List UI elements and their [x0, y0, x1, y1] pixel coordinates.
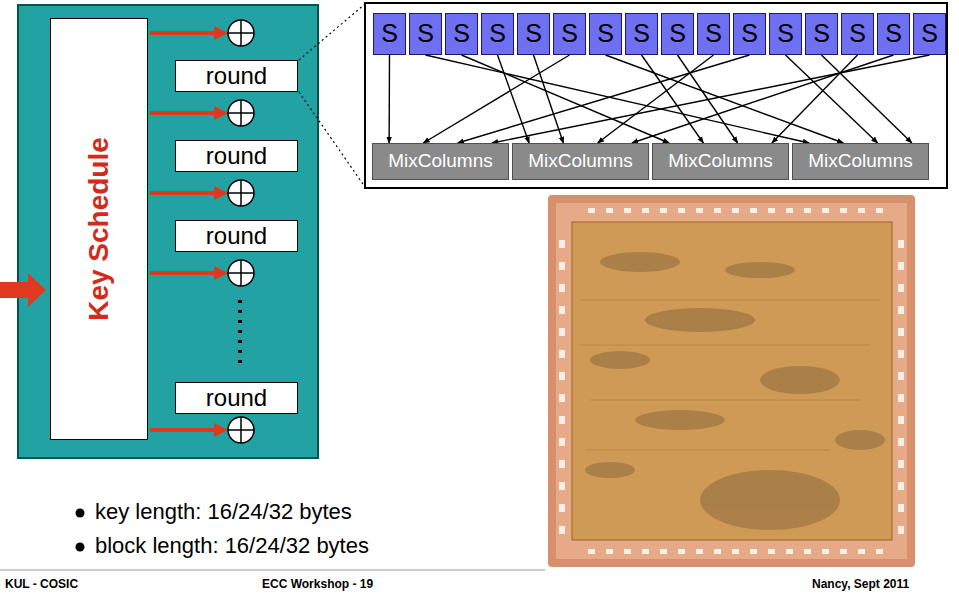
node-text: S — [561, 20, 578, 48]
sbox: S — [697, 13, 730, 55]
node-text: S — [669, 20, 686, 48]
node-text: round — [206, 223, 267, 249]
mixcolumns-box: MixColumns — [652, 143, 789, 180]
node-text: MixColumns — [388, 151, 493, 172]
sbox: S — [733, 13, 766, 55]
sbox: S — [517, 13, 550, 55]
node-text: S — [381, 20, 398, 48]
shift-rows-arrow — [423, 55, 569, 143]
node-text: MixColumns — [668, 151, 773, 172]
sbox: S — [445, 13, 478, 55]
node-text: MixColumns — [808, 151, 913, 172]
continuation-dots — [238, 300, 242, 365]
node-text: S — [633, 20, 650, 48]
round-box: round — [175, 382, 298, 414]
node-text: S — [813, 20, 830, 48]
bullet — [76, 543, 85, 552]
shift-rows-arrow — [772, 55, 858, 143]
sbox: S — [841, 13, 874, 55]
node-text: round — [206, 143, 267, 169]
node-text: S — [777, 20, 794, 48]
footer-text: KUL - COSIC — [5, 577, 78, 591]
round-box: round — [175, 140, 298, 172]
zoom-lines — [299, 4, 365, 187]
key-schedule-box: Key Schedule — [50, 18, 148, 440]
round-box: round — [175, 60, 298, 92]
sbox: S — [481, 13, 514, 55]
node-text: round — [206, 385, 267, 411]
zoom-frame — [365, 3, 947, 188]
sbox: S — [877, 13, 910, 55]
shift-rows-arrow — [426, 55, 810, 143]
node-text: S — [885, 20, 902, 48]
node-text: S — [921, 20, 938, 48]
chip-photo — [548, 195, 915, 567]
shift-rows-arrow — [462, 55, 670, 143]
shift-rows-arrow — [492, 55, 930, 143]
node-text: S — [525, 20, 542, 48]
node-text: S — [849, 20, 866, 48]
bullet-text: key length: 16/24/32 bytes — [95, 499, 352, 525]
shift-rows-arrow — [388, 55, 390, 143]
footer-text: Nancy, Sept 2011 — [812, 577, 909, 591]
mixcolumns-box: MixColumns — [792, 143, 929, 180]
node-text: round — [206, 63, 267, 89]
node-text: S — [417, 20, 434, 48]
round-box: round — [175, 220, 298, 252]
shift-rows-arrow — [458, 55, 750, 143]
node-text: S — [741, 20, 758, 48]
bullet-text: block length: 16/24/32 bytes — [95, 533, 369, 559]
footer-text: ECC Workshop - 19 — [262, 577, 373, 591]
teal-panel — [18, 5, 318, 458]
mixcolumns-box: MixColumns — [372, 143, 509, 180]
sbox: S — [553, 13, 586, 55]
sbox: S — [661, 13, 694, 55]
sbox: S — [409, 13, 442, 55]
shift-rows-arrow — [632, 55, 894, 143]
sbox: S — [769, 13, 802, 55]
bullet — [76, 509, 85, 518]
node-text: MixColumns — [528, 151, 633, 172]
sbox: S — [589, 13, 622, 55]
node-text: S — [705, 20, 722, 48]
node-text: S — [453, 20, 470, 48]
sbox: S — [913, 13, 946, 55]
input-arrow — [0, 273, 46, 307]
sbox: S — [625, 13, 658, 55]
node-text: S — [489, 20, 506, 48]
node-text: Key Schedule — [84, 137, 115, 321]
shift-rows-arrow — [598, 55, 714, 143]
mixcolumns-box: MixColumns — [512, 143, 649, 180]
footer-rule — [0, 570, 545, 571]
shift-rows-arrow — [606, 55, 844, 143]
sbox: S — [373, 13, 406, 55]
sbox: S — [805, 13, 838, 55]
node-text: S — [597, 20, 614, 48]
